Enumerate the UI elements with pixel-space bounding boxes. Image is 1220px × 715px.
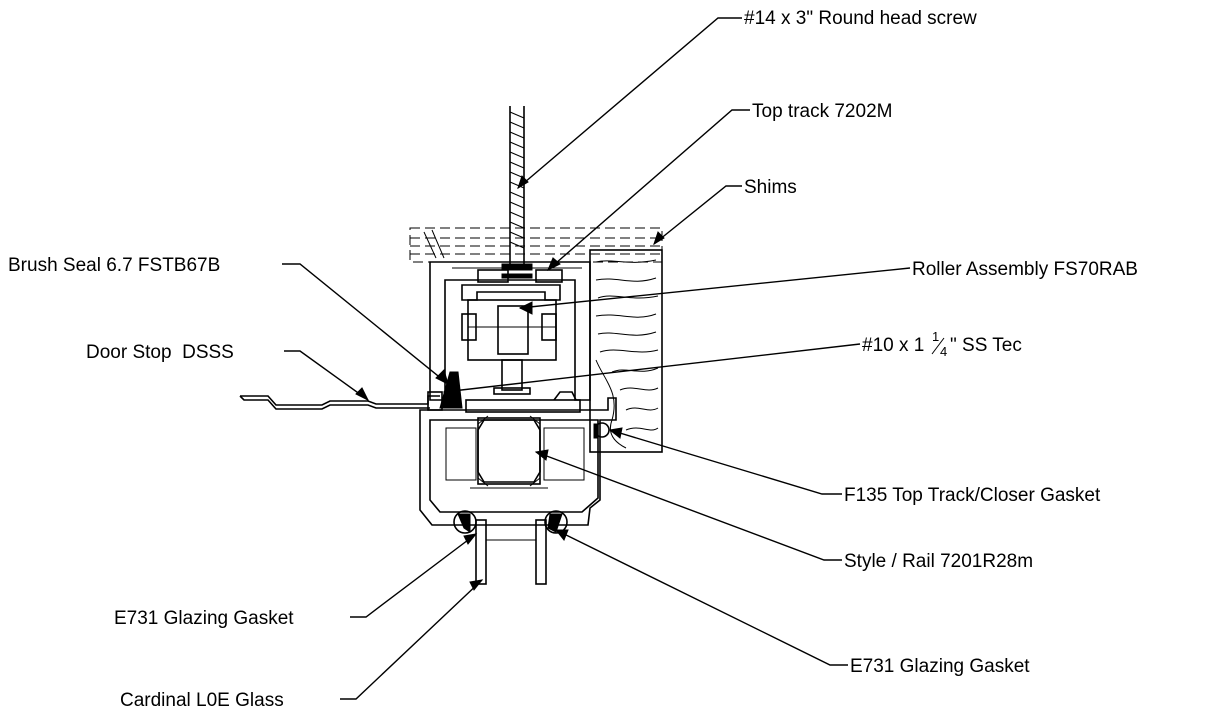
label-tec-frac-den: 4 — [940, 344, 947, 359]
label-tec-screw: #10 x 1 — [862, 335, 924, 356]
label-brush-seal: Brush Seal 6.7 FSTB67B — [8, 255, 220, 276]
roller-assembly — [461, 299, 557, 395]
label-tec-fraction: 1 4 — [931, 329, 947, 359]
label-tec-frac-num: 1 — [932, 329, 939, 344]
label-top-track: Top track 7202M — [752, 101, 892, 122]
label-glazing-gasket-right: E731 Glazing Gasket — [850, 656, 1030, 677]
label-tec-suffix: " SS Tec — [950, 335, 1022, 356]
label-door-stop: Door Stop DSSS — [86, 342, 234, 363]
label-glass: Cardinal L0E Glass — [120, 690, 284, 711]
wood-header — [589, 249, 663, 453]
closer-gasket — [593, 422, 610, 439]
label-shims: Shims — [744, 177, 797, 198]
label-roller-assembly: Roller Assembly FS70RAB — [912, 259, 1138, 280]
sash-profile — [419, 391, 617, 526]
glazing-gaskets — [453, 510, 568, 534]
top-track-profile — [429, 261, 591, 401]
label-tec-prefix: #10 x 1 — [862, 335, 924, 356]
round-head-screw — [501, 106, 533, 279]
glass-pane — [475, 519, 547, 585]
shims-block — [409, 227, 663, 263]
label-style-rail: Style / Rail 7201R28m — [844, 551, 1033, 572]
label-closer-gasket: F135 Top Track/Closer Gasket — [844, 485, 1101, 506]
door-stop-profile — [239, 391, 443, 411]
leader-lines — [282, 17, 911, 700]
label-screw: #14 x 3" Round head screw — [744, 8, 977, 29]
callout-labels: #14 x 3" Round head screw Top track 7202… — [8, 8, 1138, 711]
arrowheads — [355, 175, 665, 591]
label-glazing-gasket-left: E731 Glazing Gasket — [114, 608, 294, 629]
